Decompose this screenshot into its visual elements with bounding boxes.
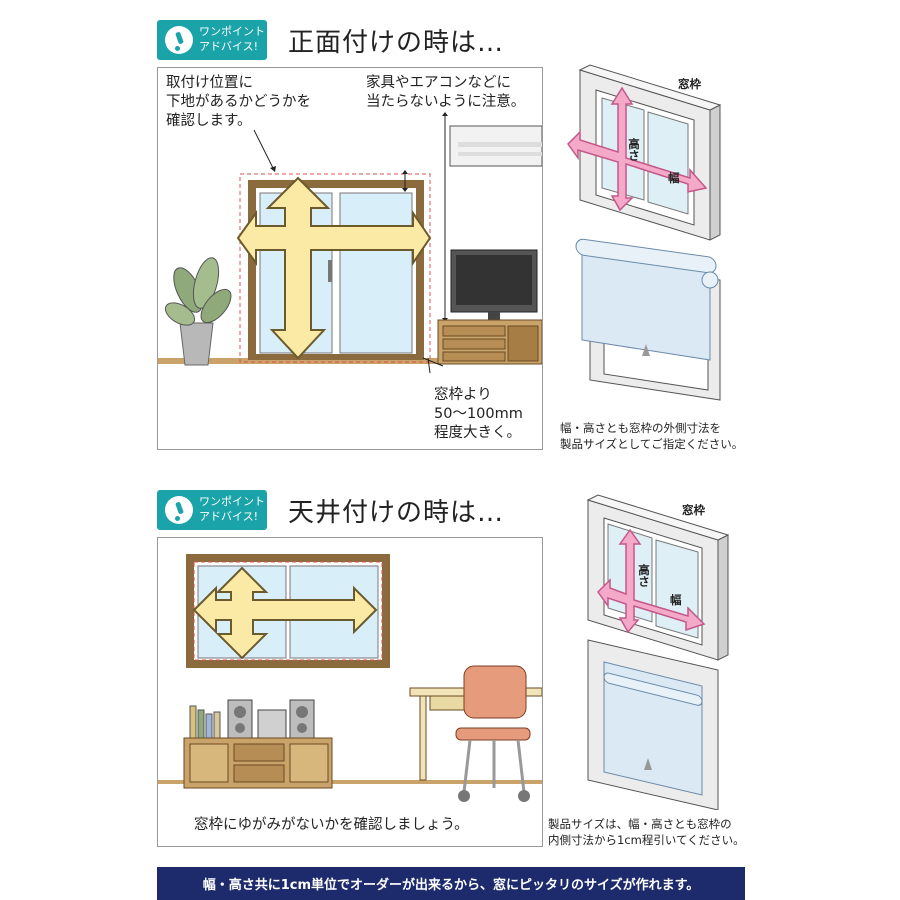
note-larger-than-frame: 窓枠より 50〜100mm 程度大きく。 — [434, 387, 523, 441]
height-width-arrows-icon — [597, 528, 706, 634]
size-arrows-icon — [192, 566, 378, 660]
width-label: 幅 — [668, 171, 680, 185]
advice-badge-text: ワンポイント アドバイス! — [199, 495, 265, 523]
plant-icon — [164, 257, 232, 366]
front-mount-scene — [158, 112, 543, 374]
front-mount-illustration: 取付け位置に 下地があるかどうかを 確認します。 家具やエアコンなどに 当たらな… — [157, 67, 543, 450]
front-mount-caption: 幅・高さとも窓枠の外側寸法を 製品サイズとしてご指定ください。 — [560, 421, 744, 451]
width-label: 幅 — [670, 593, 682, 607]
footer-banner: 幅・高さ共に1cm単位でオーダーが出来るから、窓にピッタリのサイズが作れます。 — [157, 867, 745, 900]
air-conditioner-icon — [449, 125, 543, 167]
roller-blind-icon — [587, 639, 719, 811]
bookshelf-items-icon — [189, 705, 221, 739]
height-label: 高さ — [637, 564, 651, 587]
tv-cabinet-icon — [437, 319, 543, 365]
note-check-backing: 取付け位置に 下地があるかどうかを 確認します。 — [166, 75, 311, 129]
front-mount-side-diagram: 窓枠 高さ 幅 幅・高さとも窓枠の外側寸法を 製品サイズとしてご指定ください。 — [560, 60, 760, 460]
television-icon — [450, 249, 538, 320]
exclamation-icon — [165, 496, 193, 524]
section-heading-front: 正面付けの時は… — [288, 28, 505, 58]
section-heading-ceiling: 天井付けの時は… — [288, 498, 505, 528]
ceiling-mount-scene — [158, 554, 543, 802]
note-check-frame-distortion: 窓枠にゆがみがないかを確認しましょう。 — [194, 817, 469, 833]
advice-badge-text: ワンポイント アドバイス! — [199, 25, 265, 53]
advice-badge: ワンポイント アドバイス! — [157, 20, 267, 60]
stereo-icon — [227, 699, 315, 739]
frame-label: 窓枠 — [678, 77, 701, 91]
roller-blind-icon — [575, 238, 721, 401]
chair-icon — [455, 665, 531, 802]
window-frame-icon — [586, 494, 730, 661]
ceiling-mount-caption: 製品サイズは、幅・高さとも窓枠の 内側寸法から1cm程引いてください。 — [548, 817, 745, 847]
sideboard-icon — [183, 737, 333, 789]
height-width-arrows-icon — [567, 86, 708, 212]
front-mount-frame-diagram — [567, 64, 722, 401]
size-arrows-icon — [236, 176, 432, 360]
note-avoid-furniture: 家具やエアコンなどに 当たらないように注意。 — [366, 75, 526, 110]
ceiling-mount-side-diagram: 窓枠 高さ 幅 製品サイズは、幅・高さとも窓枠の 内側寸法から1cm程引いてくだ… — [548, 490, 760, 850]
ceiling-mount-illustration: 窓枠にゆがみがないかを確認しましょう。 — [157, 537, 543, 847]
frame-label: 窓枠 — [682, 503, 705, 517]
ceiling-mount-frame-diagram — [586, 494, 730, 811]
advice-badge: ワンポイント アドバイス! — [157, 490, 267, 530]
height-label: 高さ — [627, 138, 641, 161]
exclamation-icon — [165, 26, 193, 54]
